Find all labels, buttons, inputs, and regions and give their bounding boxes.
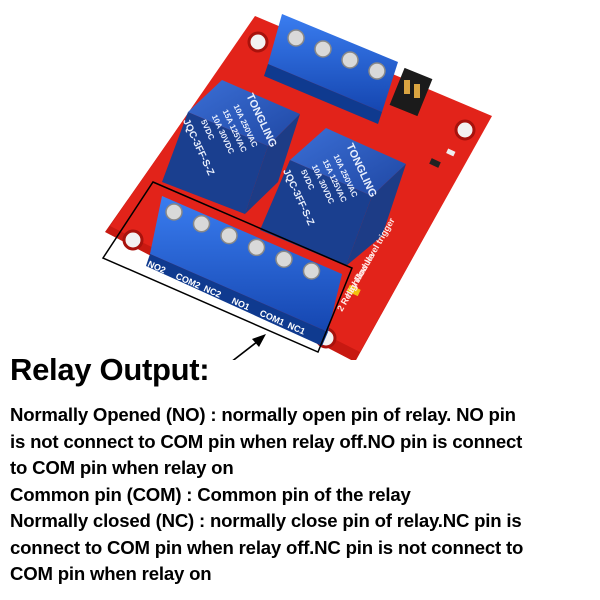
relay-output-heading: Relay Output:: [10, 352, 210, 387]
description-line: to COM pin when relay on: [10, 457, 234, 478]
description-line: Normally Opened (NO) : normally open pin…: [10, 404, 516, 425]
jumper-header: [389, 67, 433, 117]
terminal-screw: [275, 250, 293, 268]
terminal-screw: [220, 226, 238, 245]
relay-output-description: Normally Opened (NO) : normally open pin…: [10, 402, 600, 588]
mount-hole: [122, 229, 144, 251]
input-terminal-block: [264, 14, 398, 124]
description-line: COM pin when relay on: [10, 563, 212, 584]
pointer-arrow: [232, 334, 266, 360]
description-line: connect to COM pin when relay off.NC pin…: [10, 536, 524, 558]
description-line: Common pin (COM) : Common pin of the rel…: [10, 483, 411, 505]
output-terminal-block: [146, 196, 342, 346]
description-line: is not connect to COM pin when relay off…: [10, 430, 523, 452]
description-line: Normally closed (NC) : normally close pi…: [10, 510, 522, 531]
relay-2: TONGLING JQC-3FF-S-Z 10A 250VAC 15A 125V…: [260, 128, 406, 266]
terminal-screw: [302, 262, 321, 280]
mount-hole: [454, 119, 476, 141]
relay-board-figure: TONGLING JQC-3FF-S-Z 10A 250VAC 15A 125V…: [101, 14, 492, 360]
terminal-screw: [165, 203, 183, 221]
relay-1: TONGLING JQC-3FF-S-Z 10A 250VAC 15A 125V…: [162, 80, 300, 214]
terminal-screw: [247, 238, 266, 257]
output-highlight-box: [101, 181, 353, 353]
terminal-screw: [192, 215, 211, 233]
mount-hole: [247, 31, 269, 53]
